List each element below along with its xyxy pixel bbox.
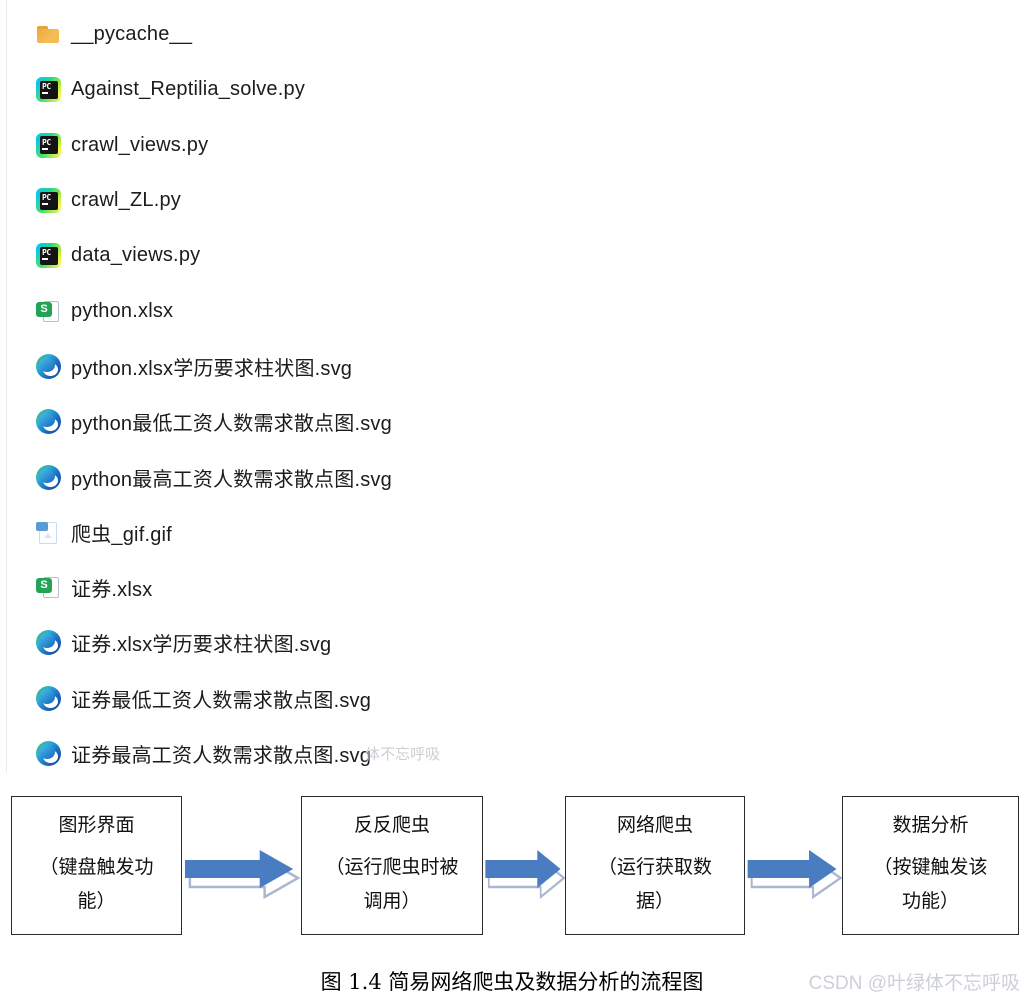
file-icon-glyph: S [36, 578, 52, 594]
edge-svg-icon [36, 630, 61, 656]
file-row[interactable]: PC crawl_ZL.py [0, 173, 1024, 228]
file-name: 证券最高工资人数需求散点图.svg [71, 745, 372, 767]
folder-icon [36, 22, 61, 47]
watermark-fragment: 体不忘呼吸 [365, 746, 441, 763]
spreadsheet-icon: S [36, 575, 61, 600]
file-row[interactable]: 证券.xlsx学历要求柱状图.svg [0, 615, 1024, 670]
file-icon-glyph: PC [42, 82, 51, 95]
file-row[interactable]: S python.xlsx [0, 283, 1024, 338]
flowchart-box-title: 数据分析 [892, 814, 969, 836]
edge-svg-icon [36, 685, 61, 711]
file-icon-glyph: PC [42, 137, 51, 150]
file-row[interactable]: python最低工资人数需求散点图.svg [0, 394, 1024, 449]
edge-svg-icon [36, 741, 61, 766]
flowchart-box-title: 反反爬虫 [353, 814, 430, 836]
file-name: crawl_ZL.py [71, 189, 182, 212]
file-name: python.xlsx [71, 299, 174, 322]
edge-svg-icon [36, 353, 61, 379]
file-row[interactable]: PC data_views.py [0, 228, 1024, 283]
file-row[interactable]: PC Against_Reptilia_solve.py [0, 62, 1024, 117]
flowchart-box-body: （运行爬虫时被 调用） [325, 856, 459, 912]
file-name: 证券.xlsx [71, 579, 153, 602]
flow-arrow-1 [184, 850, 301, 900]
file-icon-glyph: PC [42, 248, 51, 261]
flowchart-box: 网络爬虫 （运行获取数 据） [565, 796, 745, 935]
edge-svg-icon [36, 409, 61, 435]
pycharm-file-icon: PC [36, 77, 61, 103]
file-row[interactable]: PC crawl_views.py [0, 118, 1024, 173]
pycharm-file-icon: PC [36, 132, 61, 158]
figure-caption: 图 1.4 简易网络爬虫及数据分析的流程图 [320, 970, 704, 994]
file-icon-glyph [36, 521, 48, 531]
file-row[interactable]: __pycache__ [0, 7, 1024, 62]
file-row[interactable]: S 证券.xlsx [0, 560, 1024, 615]
file-name: 爬虫_gif.gif [71, 523, 172, 546]
file-name: crawl_views.py [71, 133, 209, 156]
flowchart-box-body: （运行获取数 据） [597, 856, 712, 912]
flowchart-box-body: （键盘触发功 能） [39, 856, 154, 912]
csdn-watermark: CSDN @叶绿体不忘呼吸 [808, 973, 1020, 994]
pycharm-file-icon: PC [36, 188, 61, 214]
flow-arrow-3 [747, 850, 843, 900]
flowchart-box: 数据分析 （按键触发该 功能） [842, 796, 1019, 935]
flowchart-box: 图形界面 （键盘触发功 能） [11, 796, 182, 935]
file-name: __pycache__ [71, 23, 193, 46]
file-name: python最低工资人数需求散点图.svg [71, 413, 392, 436]
flowchart-box-body: （按键触发该 功能） [873, 856, 988, 912]
flowchart-box-title: 网络爬虫 [616, 814, 693, 836]
flowchart-box: 反反爬虫 （运行爬虫时被 调用） [301, 796, 483, 935]
file-name: 证券最低工资人数需求散点图.svg [71, 689, 372, 712]
file-name: python最高工资人数需求散点图.svg [71, 468, 392, 491]
panel-edge-divider [6, 0, 7, 772]
file-row[interactable]: 证券最高工资人数需求散点图.svg 体不忘呼吸 [0, 726, 1024, 781]
file-name: Against_Reptilia_solve.py [71, 78, 306, 101]
file-row[interactable]: python.xlsx学历要求柱状图.svg [0, 339, 1024, 394]
file-icon-glyph: PC [42, 193, 51, 206]
file-name: data_views.py [71, 244, 201, 267]
edge-svg-icon [36, 464, 61, 490]
flow-arrow-2 [485, 850, 566, 900]
gif-image-icon [36, 520, 61, 545]
file-name: python.xlsx学历要求柱状图.svg [71, 357, 353, 380]
pycharm-file-icon: PC [36, 243, 61, 269]
file-row[interactable]: 爬虫_gif.gif [0, 505, 1024, 560]
file-name: 证券.xlsx学历要求柱状图.svg [71, 634, 332, 657]
file-row[interactable]: 证券最低工资人数需求散点图.svg [0, 671, 1024, 726]
file-row[interactable]: python最高工资人数需求散点图.svg [0, 449, 1024, 504]
flowchart-box-title: 图形界面 [58, 814, 135, 836]
spreadsheet-icon: S [36, 299, 61, 324]
file-list: __pycache__ PC Against_Reptilia_solve.py… [0, 7, 1024, 781]
file-icon-glyph: S [36, 301, 52, 317]
